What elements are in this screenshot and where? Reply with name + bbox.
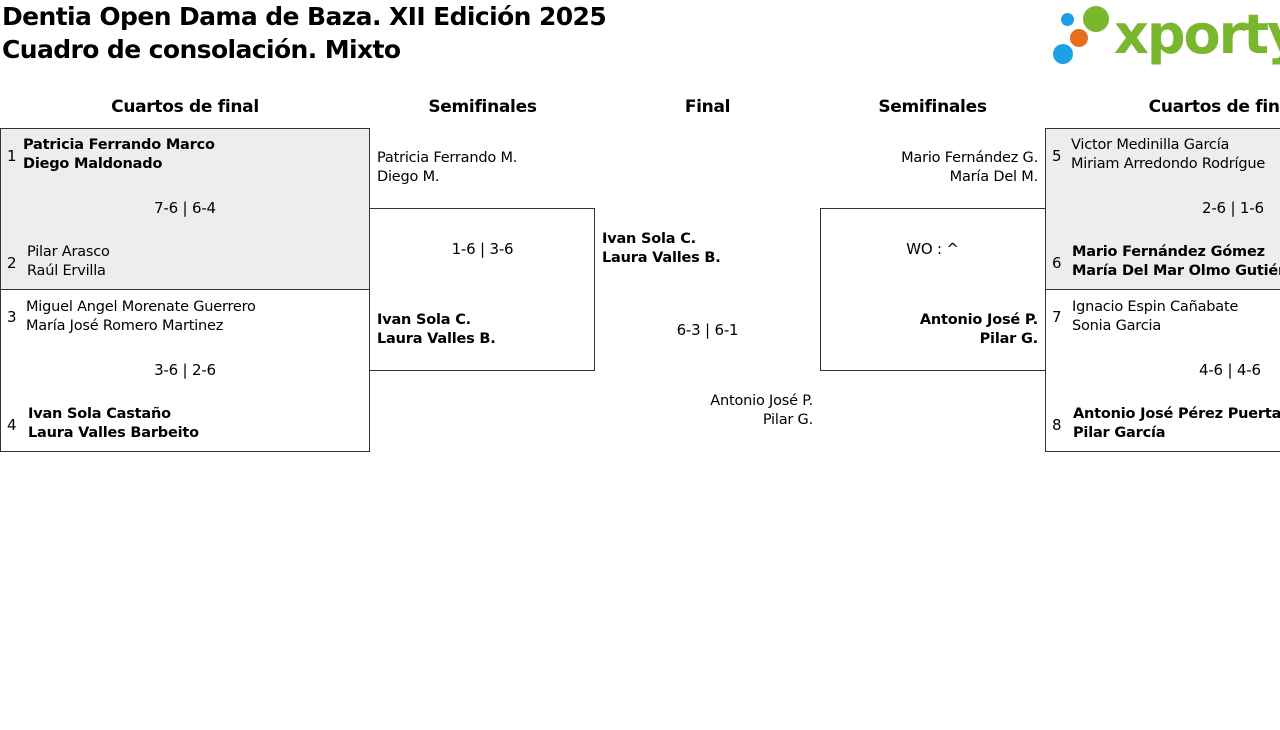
player-name: Diego Maldonado [23, 156, 163, 172]
seed-number: 6 [1052, 254, 1062, 272]
player-name: María Del Mar Olmo Gutiérr [1072, 263, 1280, 279]
player-name: Ivan Sola Castaño [28, 406, 171, 422]
team-qf2-top: Miguel Angel Morenate Guerrero María Jos… [26, 298, 256, 336]
team-final-bottom: Antonio José P. Pilar G. [710, 392, 813, 430]
player-name: Ivan Sola C. [602, 231, 696, 247]
seed-number: 7 [1052, 308, 1062, 326]
seed-number: 3 [7, 308, 17, 326]
match-qf-3 [1045, 128, 1280, 290]
team-qf3-bottom: Mario Fernández Gómez María Del Mar Olmo… [1072, 243, 1280, 281]
header-semis-left: Semifinales [428, 97, 537, 117]
seed-number: 4 [7, 416, 17, 434]
player-name: Pilar Arasco [27, 244, 110, 260]
match-score: WO : ^ [906, 240, 959, 258]
seed-number: 8 [1052, 416, 1062, 434]
player-name: Ignacio Espin Cañabate [1072, 299, 1239, 315]
player-name: Victor Medinilla García [1071, 137, 1230, 153]
player-name: Diego M. [377, 169, 440, 185]
player-name: Laura Valles B. [377, 331, 496, 347]
match-qf-4 [1045, 289, 1280, 452]
player-name: Patricia Ferrando Marco [23, 137, 215, 153]
page-subtitle: Cuadro de consolación. Mixto [2, 35, 401, 64]
match-score: 2-6 | 1-6 [1202, 199, 1264, 217]
player-name: Sonia Garcia [1072, 318, 1162, 334]
seed-number: 1 [7, 147, 17, 165]
match-qf-1 [0, 128, 370, 290]
final-score: 6-3 | 6-1 [676, 321, 739, 339]
header-semis-right: Semifinales [878, 97, 987, 117]
team-qf4-bottom: Antonio José Pérez Puertas Pilar García [1073, 405, 1280, 443]
player-name: Pilar G. [979, 331, 1039, 347]
player-name: Mario Fernández Gómez [1072, 244, 1265, 260]
team-qf1-bottom: Pilar Arasco Raúl Ervilla [27, 243, 110, 281]
match-score: 3-6 | 2-6 [154, 361, 216, 379]
team-sf-left-bottom: Ivan Sola C. Laura Valles B. [377, 311, 496, 349]
team-qf2-bottom: Ivan Sola Castaño Laura Valles Barbeito [28, 405, 199, 443]
logo-text: xporty [1114, 3, 1280, 66]
player-name: Raúl Ervilla [27, 263, 106, 279]
team-final-top: Ivan Sola C. Laura Valles B. [602, 230, 721, 268]
team-sf-right-top: Mario Fernández G. María Del M. [901, 149, 1038, 187]
player-name: Miguel Angel Morenate Guerrero [26, 299, 256, 315]
player-name: Antonio José P. [919, 312, 1038, 328]
header-quarters-right: Cuartos de final [1148, 97, 1280, 117]
player-name: Miriam Arredondo Rodrígue [1071, 156, 1266, 172]
logo-blue-dot-icon [1061, 13, 1074, 26]
player-name: Antonio José Pérez Puertas [1073, 406, 1280, 422]
logo-orange-dot-icon [1070, 29, 1088, 47]
player-name: Antonio José P. [710, 393, 813, 409]
team-sf-right-bottom: Antonio José P. Pilar G. [920, 311, 1038, 349]
player-name: María José Romero Martinez [26, 318, 224, 334]
match-score: 1-6 | 3-6 [451, 240, 514, 258]
match-score: 7-6 | 6-4 [154, 199, 216, 217]
match-sf-left [369, 208, 595, 371]
page-title: Dentia Open Dama de Baza. XII Edición 20… [2, 2, 607, 31]
header-final: Final [684, 97, 731, 117]
player-name: Laura Valles Barbeito [28, 425, 199, 441]
team-qf1-top: Patricia Ferrando Marco Diego Maldonado [23, 136, 215, 174]
header-quarters-left: Cuartos de final [111, 97, 259, 117]
seed-number: 2 [7, 254, 17, 272]
player-name: Patricia Ferrando M. [377, 150, 518, 166]
player-name: María Del M. [949, 169, 1039, 185]
player-name: Mario Fernández G. [901, 150, 1038, 166]
player-name: Laura Valles B. [602, 250, 721, 266]
team-qf4-top: Ignacio Espin Cañabate Sonia Garcia [1072, 298, 1238, 336]
logo-green-dot-icon [1083, 6, 1109, 32]
seed-number: 5 [1052, 147, 1062, 165]
team-qf3-top: Victor Medinilla García Miriam Arredondo… [1071, 136, 1265, 174]
team-sf-left-top: Patricia Ferrando M. Diego M. [377, 149, 517, 187]
logo-blue-dot-large-icon [1053, 44, 1073, 64]
player-name: Pilar García [1073, 425, 1166, 441]
player-name: Ivan Sola C. [377, 312, 471, 328]
xporty-logo: xporty [1050, 3, 1280, 68]
player-name: Pilar G. [762, 412, 813, 428]
match-score: 4-6 | 4-6 [1199, 361, 1261, 379]
